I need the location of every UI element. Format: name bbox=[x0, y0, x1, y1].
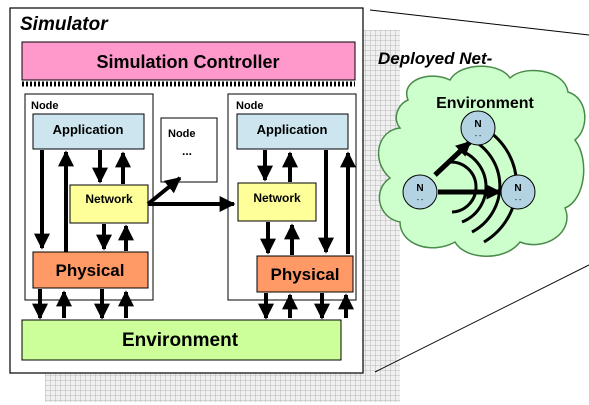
environment-arrows bbox=[32, 289, 354, 320]
right-network-box bbox=[237, 182, 317, 222]
right-physical-box bbox=[256, 255, 354, 293]
deployed-node-left: N - - bbox=[402, 174, 438, 210]
deployed-node-right: N - - bbox=[500, 174, 536, 210]
right-physical-label: Physical bbox=[271, 265, 340, 284]
middle-node-ellipsis: ... bbox=[182, 144, 192, 158]
deployed-node-right-detail: - - bbox=[515, 197, 522, 204]
deployed-node-left-label: N bbox=[416, 183, 423, 194]
left-physical-label: Physical bbox=[56, 261, 125, 280]
deployed-arrows bbox=[433, 140, 502, 200]
deployed-environment-label: Environment bbox=[436, 95, 534, 112]
left-physical-box bbox=[32, 251, 149, 289]
left-network-label: Network bbox=[85, 192, 133, 206]
deployed-node-right-label: N bbox=[514, 183, 521, 194]
deployed-node-top: N - - bbox=[460, 110, 496, 146]
right-application-box bbox=[236, 113, 349, 150]
right-node-arrows bbox=[257, 150, 356, 255]
right-application-label: Application bbox=[257, 122, 328, 137]
left-application-label: Application bbox=[53, 122, 124, 137]
left-node-label: Node bbox=[31, 100, 59, 112]
right-network-label: Network bbox=[253, 191, 301, 205]
environment-cloud bbox=[377, 65, 586, 257]
left-node-arrows bbox=[34, 150, 134, 252]
environment-label: Environment bbox=[122, 330, 239, 351]
left-application-box bbox=[32, 113, 145, 150]
middle-node-frame bbox=[160, 117, 218, 183]
simulator-title: Simulator bbox=[20, 14, 109, 35]
deployed-net-title: Deployed Net- bbox=[378, 49, 493, 68]
simulation-controller-box bbox=[21, 41, 356, 81]
zoom-line-top bbox=[369, 9, 589, 36]
right-node-label: Node bbox=[236, 100, 264, 112]
zoom-line-bottom bbox=[374, 264, 589, 373]
inter-node-arrows bbox=[146, 176, 236, 212]
left-network-box bbox=[69, 184, 149, 224]
deployed-node-top-label: N bbox=[474, 119, 481, 130]
deployed-node-left-detail: - - bbox=[417, 197, 424, 204]
middle-node-label: Node bbox=[168, 128, 196, 140]
environment-box bbox=[21, 319, 342, 361]
simulation-controller-label: Simulation Controller bbox=[96, 52, 279, 72]
deployed-node-top-detail: - - bbox=[475, 133, 482, 140]
